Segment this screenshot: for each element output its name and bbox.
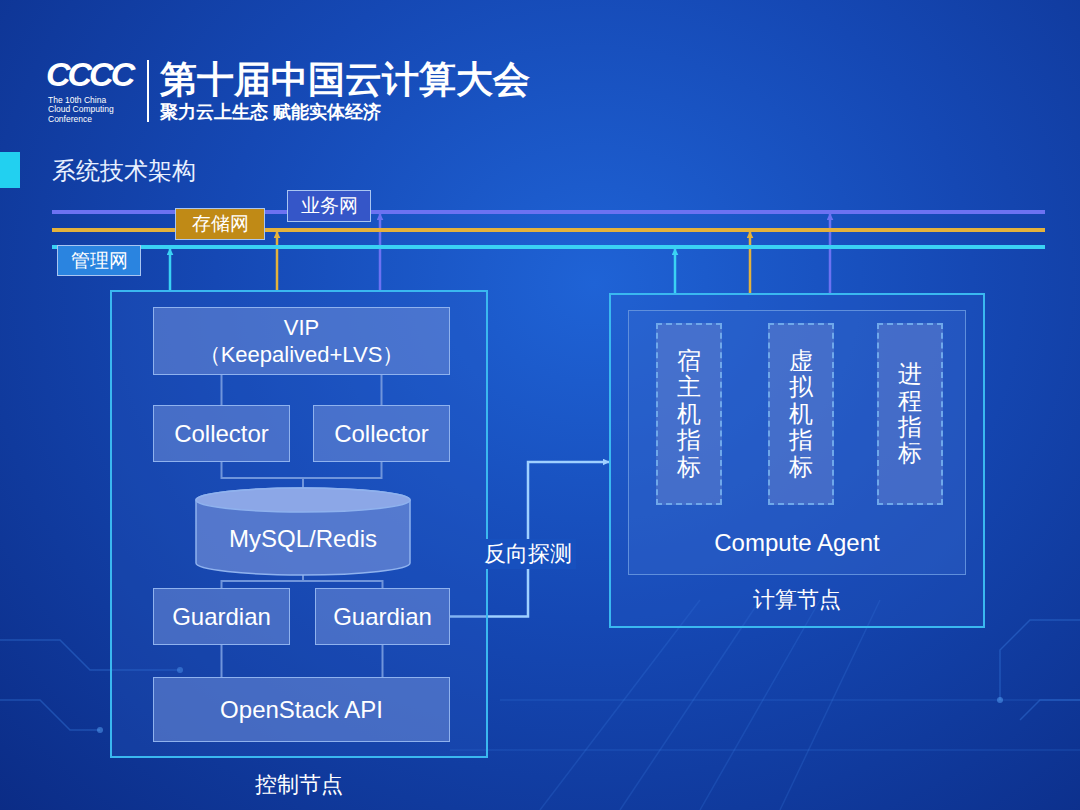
box-label: 宿主机指标 xyxy=(677,348,701,480)
edge-label: 反向探测 xyxy=(480,539,576,569)
box-label: Guardian xyxy=(172,602,271,632)
conference-slogan: 聚力云上生态 赋能实体经济 xyxy=(160,102,381,124)
network-label: 业务网 xyxy=(287,190,371,222)
network-band: 管理网 xyxy=(52,245,1045,249)
vip-box: VIP （Keepalived+LVS） xyxy=(153,307,450,375)
compute-node: 宿主机指标 虚拟机指标 进程指标 Compute Agent 计算节点 xyxy=(609,293,985,628)
network-arrow xyxy=(674,249,677,293)
guardian-box: Guardian xyxy=(153,588,290,645)
box-label: 进程指标 xyxy=(898,361,922,467)
network-arrow xyxy=(749,232,752,293)
box-label: Guardian xyxy=(333,602,432,632)
box-label: Collector xyxy=(334,419,429,449)
network-arrow xyxy=(379,214,382,290)
box-label: Collector xyxy=(174,419,269,449)
box-label: MySQL/Redis xyxy=(229,525,377,553)
box-label: 虚拟机指标 xyxy=(789,348,813,480)
network-label: 存储网 xyxy=(175,208,265,240)
header-divider xyxy=(147,60,149,122)
cylinder-body xyxy=(196,488,410,575)
metric-box: 宿主机指标 xyxy=(656,323,722,505)
database-cylinder: MySQL/Redis xyxy=(195,488,411,575)
group-label: 计算节点 xyxy=(611,585,983,615)
guardian-box: Guardian xyxy=(315,588,450,645)
collector-box: Collector xyxy=(153,405,290,462)
group-label: Compute Agent xyxy=(629,529,965,557)
metric-box: 进程指标 xyxy=(877,323,943,505)
box-label: OpenStack API xyxy=(220,695,383,725)
control-node: VIP （Keepalived+LVS） Collector CollectorMy… xyxy=(110,290,488,758)
metric-box: 虚拟机指标 xyxy=(768,323,834,505)
logo-mark: CCCC xyxy=(46,54,132,95)
group-label: 控制节点 xyxy=(112,770,486,800)
network-arrow xyxy=(276,232,279,290)
network-arrow xyxy=(829,214,832,293)
network-label: 管理网 xyxy=(57,245,141,276)
heading-bar xyxy=(0,152,20,188)
section-heading: 系统技术架构 xyxy=(52,155,196,187)
logo-caption: The 10th China Cloud Computing Conferenc… xyxy=(48,96,128,124)
box-label: VIP （Keepalived+LVS） xyxy=(189,314,414,369)
collector-box: Collector xyxy=(313,405,450,462)
network-arrow xyxy=(169,249,172,290)
conference-title: 第十届中国云计算大会 xyxy=(160,58,530,102)
agent-box: 宿主机指标 虚拟机指标 进程指标 Compute Agent xyxy=(628,310,966,575)
cylinder-top xyxy=(196,488,410,512)
api-box: OpenStack API xyxy=(153,677,450,742)
network-band: 存储网 xyxy=(52,228,1045,232)
